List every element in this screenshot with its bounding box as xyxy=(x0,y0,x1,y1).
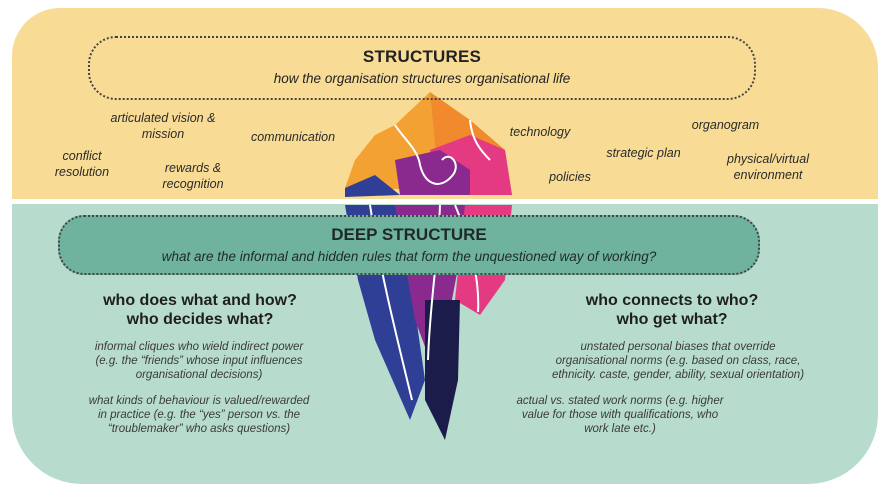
left-desc-cliques: informal cliques who wield indirect powe… xyxy=(94,341,304,381)
deep-structure-title: DEEP STRUCTURE xyxy=(331,225,487,244)
iceberg-tip-purple xyxy=(395,150,470,195)
label-organogram: organogram xyxy=(691,118,760,132)
structures-box: STRUCTURES how the organisation structur… xyxy=(88,36,756,100)
label-strategic-plan: strategic plan xyxy=(606,146,681,160)
label-technology: technology xyxy=(509,125,571,139)
label-physical-virtual-environment: physical/virtual environment xyxy=(727,152,809,182)
label-policies: policies xyxy=(549,170,591,184)
water-line xyxy=(12,199,878,204)
label-articulated-vision: articulated vision & mission xyxy=(110,111,216,141)
structures-subtitle: how the organisation structures organisa… xyxy=(273,71,571,86)
right-heading: who connects to who? who get what? xyxy=(585,292,759,328)
right-desc-work-norms: actual vs. stated work norms (e.g. highe… xyxy=(516,395,724,435)
iceberg-tip-blue xyxy=(345,175,400,197)
left-heading: who does what and how? who decides what? xyxy=(103,292,297,328)
label-conflict-resolution: conflict resolution xyxy=(54,149,110,179)
right-desc-biases: unstated personal biases that override o… xyxy=(551,341,805,381)
iceberg-body-navy xyxy=(425,300,460,440)
label-communication: communication xyxy=(250,130,336,144)
structures-title: STRUCTURES xyxy=(362,47,482,66)
left-desc-behaviour: what kinds of behaviour is valued/reward… xyxy=(88,395,310,435)
deep-structure-box: DEEP STRUCTURE what are the informal and… xyxy=(58,215,760,275)
label-rewards-recognition: rewards & recognition xyxy=(162,161,224,191)
deep-structure-subtitle: what are the informal and hidden rules t… xyxy=(161,249,657,264)
